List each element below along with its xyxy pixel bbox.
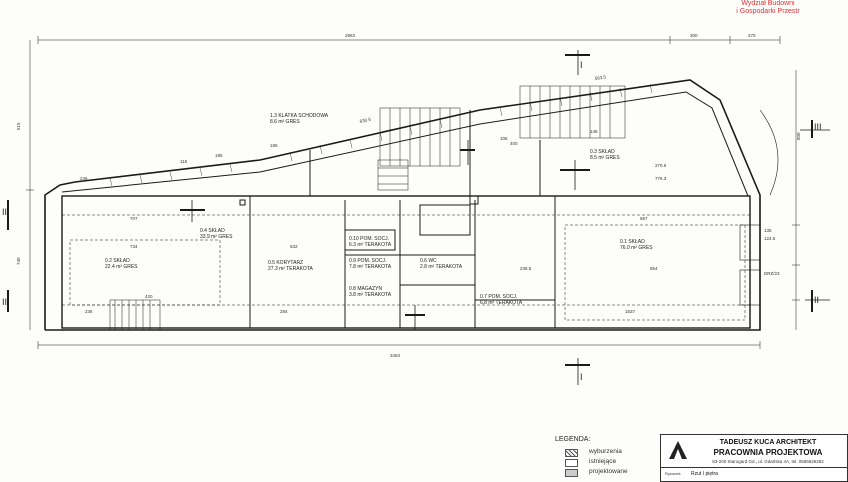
dim-mid-d: 657 bbox=[640, 216, 648, 221]
room-sub: 22.4 m² GRES bbox=[105, 264, 138, 270]
dim-row1-a: 246 bbox=[80, 176, 88, 181]
dim-low-e: 236.5 bbox=[520, 266, 532, 271]
architect-name: TADEUSZ KUCA ARCHITEKT bbox=[719, 439, 817, 446]
studio-name: PRACOWNIA PROJEKTOWA bbox=[713, 448, 823, 457]
room-label: 0.4 SKŁAD bbox=[200, 228, 225, 234]
dim-low-a: 420 bbox=[145, 294, 153, 299]
dim-low-b: 236 bbox=[85, 309, 93, 314]
section-marker: I bbox=[580, 60, 583, 70]
dim-left-upper: 515 bbox=[16, 122, 21, 130]
dim-low-c: 284 bbox=[280, 309, 288, 314]
room-sub: 8.6 m² GRES bbox=[270, 119, 300, 125]
title-block: TADEUSZ KUCA ARCHITEKT PRACOWNIA PROJEKT… bbox=[660, 434, 848, 482]
filled-swatch-icon bbox=[565, 469, 578, 477]
room-sub: 8.5 m² GRES bbox=[590, 155, 620, 161]
room-sub: 33.9 m² GRES bbox=[200, 234, 233, 240]
legend-item: projektowane bbox=[565, 468, 675, 477]
section-marker: II bbox=[814, 295, 819, 305]
room-label: 0.6 WC bbox=[420, 258, 437, 264]
room-label: 0.7 POM. SOCJ. bbox=[480, 294, 517, 300]
dim-row1-e: 106 bbox=[500, 136, 508, 141]
section-marker: II bbox=[2, 297, 7, 307]
studio-address: 83-200 Starogard Gd., ul. Gdańska 4A, te… bbox=[712, 459, 824, 464]
field-label: Rysunek bbox=[665, 471, 681, 476]
dim-top-right: 270 bbox=[748, 33, 756, 38]
dim-row1-b: 115 bbox=[180, 159, 188, 164]
dim-diag-1: 563.5 bbox=[594, 74, 606, 81]
room-label: 0.8 MAGAZYN bbox=[349, 286, 382, 292]
room-label: 0.10 POM. SOCJ. bbox=[349, 236, 389, 242]
room-sub: 3.8 m² TERAKOTA bbox=[349, 292, 392, 298]
legend: LEGENDA: wyburzenia istniejące projektow… bbox=[555, 436, 665, 480]
dim-top-total: 2863 bbox=[345, 33, 356, 38]
dim-diag-2: 630.5 bbox=[359, 117, 372, 124]
dim-low-f: 854 bbox=[650, 266, 658, 271]
hatch-swatch-icon bbox=[565, 449, 578, 457]
dim-top-mid: 300 bbox=[690, 33, 698, 38]
section-marker: III bbox=[2, 207, 10, 217]
dim-row1-d: 185 bbox=[270, 143, 278, 148]
room-label: 0.2 SKŁAD bbox=[105, 258, 130, 264]
empty-swatch-icon bbox=[565, 459, 578, 467]
dim-low-d: 1537 bbox=[625, 309, 636, 314]
official-stamp: Wydział Budowni i Gospodarki Przestr bbox=[693, 0, 843, 16]
dim-row1-c: 195 bbox=[215, 153, 223, 158]
room-sub: 2.8 m² TERAKOTA bbox=[420, 264, 463, 270]
room-label: 0.9 POM. SOCJ. bbox=[349, 258, 386, 264]
dim-left-lower: 740 bbox=[16, 257, 21, 265]
room-sub: 76.0 m² GRES bbox=[620, 245, 653, 251]
sheet-title: Rzut I piętra bbox=[691, 471, 718, 477]
room-sub: 27.3 m² TERAKOTA bbox=[268, 266, 313, 272]
room-label: 0.5 KORYTARZ bbox=[268, 260, 303, 266]
divider bbox=[661, 467, 847, 468]
room-sub: 6.3 m² TERAKOTA bbox=[349, 242, 392, 248]
legend-item: wyburzenia bbox=[565, 448, 675, 457]
dim-row1-f: 148 bbox=[590, 129, 598, 134]
stamp-line: Wydział Budowni bbox=[741, 0, 795, 7]
room-label: 1.3 KLATKA SCHODOWA bbox=[270, 113, 329, 119]
dim-right-b: 135 bbox=[764, 228, 772, 233]
dim-right-a: 800 bbox=[796, 132, 801, 140]
dim-mid-g: 776.3 bbox=[655, 176, 667, 181]
dim-mid-e: 400 bbox=[510, 141, 518, 146]
dim-right-d: DRZ/23 bbox=[764, 271, 780, 276]
dim-right-c: 124.5 bbox=[764, 236, 776, 241]
dim-bottom-total: 3463 bbox=[390, 353, 401, 358]
room-sub: 7.8 m² TERAKOTA bbox=[349, 264, 392, 270]
dim-mid-b: 734 bbox=[130, 244, 138, 249]
legend-title: LEGENDA: bbox=[555, 436, 591, 443]
section-marker: I bbox=[580, 372, 583, 382]
dim-mid-a: 707 bbox=[130, 216, 138, 221]
dim-mid-f: 270.5 bbox=[655, 163, 667, 168]
architect-logo-icon bbox=[669, 441, 687, 459]
dim-mid-c: 532 bbox=[290, 244, 298, 249]
room-label: 0.3 SKŁAD bbox=[590, 149, 615, 155]
section-marker: III bbox=[814, 122, 822, 132]
stamp-line: i Gospodarki Przestr bbox=[736, 8, 800, 15]
legend-item: istniejące bbox=[565, 458, 675, 467]
room-sub: 6.8 m² TERAKOTA bbox=[480, 300, 523, 306]
room-label: 0.1 SKŁAD bbox=[620, 239, 645, 245]
